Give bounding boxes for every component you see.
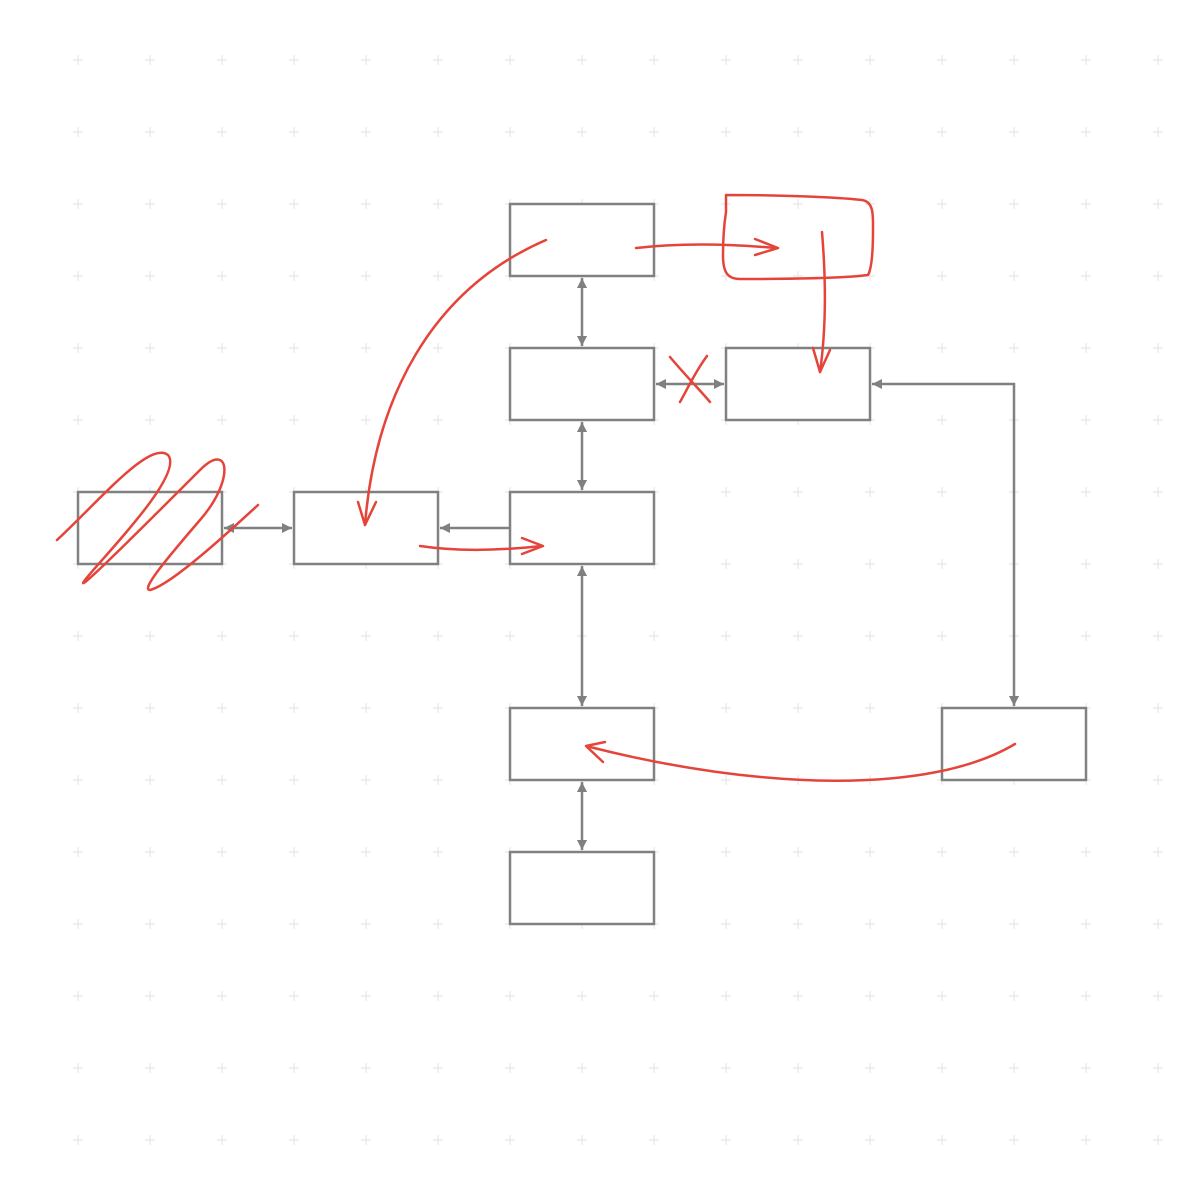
- markup-circle[interactable]: [721, 193, 875, 281]
- node-center[interactable]: [508, 490, 656, 566]
- markup-layer: [55, 193, 1017, 782]
- node-bottom[interactable]: [508, 850, 656, 926]
- markup-arrow-circle-to-mid-right[interactable]: [811, 230, 832, 374]
- markup-scribble[interactable]: [55, 451, 260, 592]
- markup-cross[interactable]: [668, 354, 712, 404]
- markup-arrow-top-to-left[interactable]: [356, 238, 548, 527]
- nodes: [76, 202, 1088, 926]
- node-mid-left[interactable]: [508, 346, 656, 422]
- markup-arrow-left-to-center[interactable]: [418, 536, 545, 556]
- connectors: [224, 278, 1019, 850]
- node-top[interactable]: [508, 202, 656, 278]
- markup-arrow-right-to-lower[interactable]: [584, 740, 1017, 782]
- node-mid-right[interactable]: [724, 346, 872, 422]
- node-lower[interactable]: [508, 706, 656, 782]
- connector-mid-right-right[interactable]: [872, 379, 1019, 706]
- markup-arrow-top-to-circle[interactable]: [634, 237, 780, 257]
